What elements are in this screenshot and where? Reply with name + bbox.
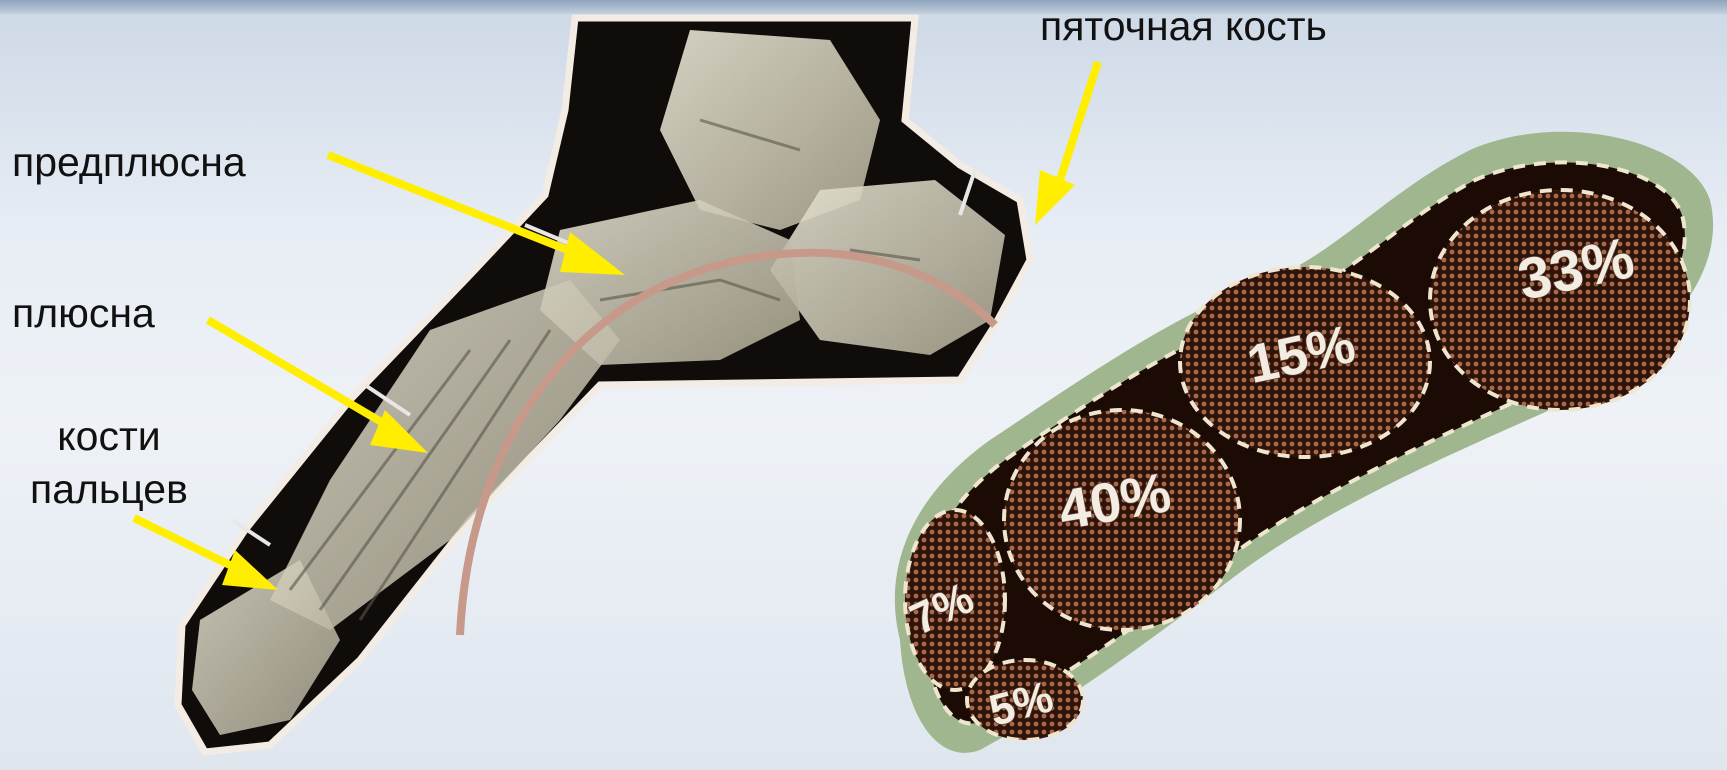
arrow-heel: [1035, 62, 1098, 225]
label-phalanges-line1: кости: [30, 410, 188, 463]
label-heel-bone: пяточная кость: [1040, 2, 1327, 51]
label-phalanges: кости пальцев: [30, 410, 188, 517]
label-tarsus: предплюсна: [12, 138, 246, 187]
label-metatarsus: плюсна: [12, 289, 155, 338]
label-phalanges-line2: пальцев: [30, 463, 188, 516]
